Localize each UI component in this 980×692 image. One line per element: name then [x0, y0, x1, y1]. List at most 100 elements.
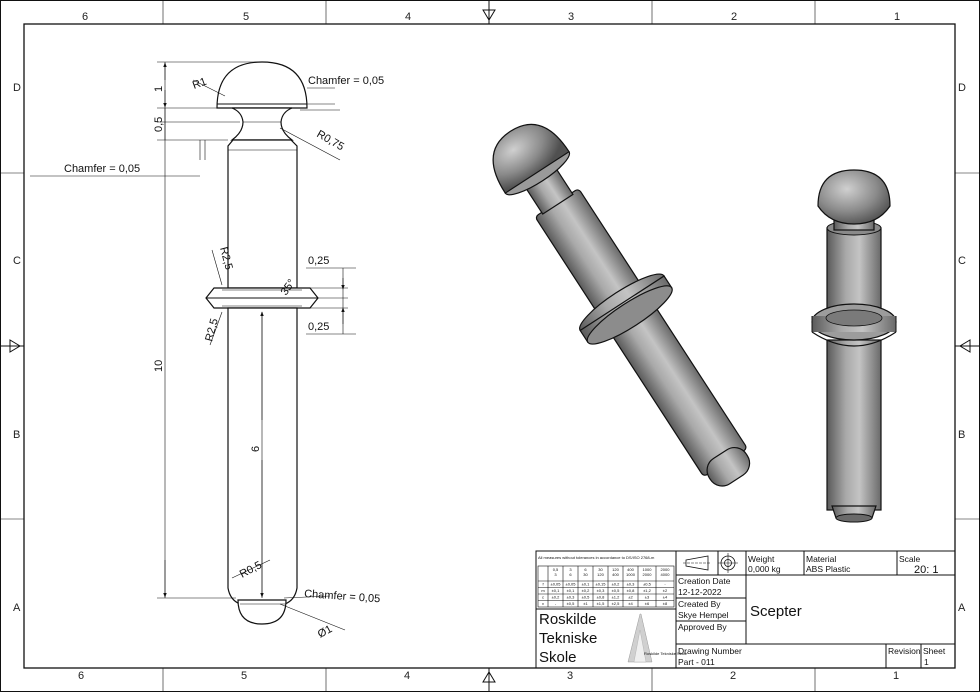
tolerance-cell: ±0,5 [643, 582, 652, 587]
dim-ring-top: 0,25 [308, 255, 329, 267]
zone-top-6: 6 [82, 11, 88, 23]
zone-bottom-3: 3 [567, 670, 573, 682]
tolerance-cell: ±0,1 [582, 582, 591, 587]
tolerance-cell: ±0,3 [567, 595, 576, 600]
tolerance-cell: 2000 [661, 567, 671, 572]
tolerance-cell: 400 [612, 572, 619, 577]
tolerance-cell: ±0,05 [551, 582, 562, 587]
scale-value: 20: 1 [914, 564, 938, 576]
tolerance-cell: v [542, 601, 544, 606]
zone-bottom-6: 6 [78, 670, 84, 682]
zone-left-A: A [13, 602, 21, 614]
tolerance-cell: ±3 [645, 595, 650, 600]
tolerance-cell: m [541, 588, 545, 593]
sheet-value: 1 [924, 657, 929, 667]
school-name-line1: Roskilde [539, 611, 597, 628]
tolerance-note: All measures without tolerances in accor… [538, 555, 655, 560]
zone-bottom-4: 4 [404, 670, 410, 682]
tolerance-cell: ±0,1 [567, 588, 576, 593]
zone-bottom-2: 2 [730, 670, 736, 682]
tolerance-cell: ±0,3 [597, 588, 606, 593]
creation-date-value: 12-12-2022 [678, 587, 722, 597]
tolerance-cell: 2000 [643, 572, 653, 577]
material-value: ABS Plastic [806, 564, 851, 574]
tolerance-cell: ±1,5 [597, 601, 606, 606]
tolerance-cell: 6 [569, 572, 572, 577]
created-by-label: Created By [678, 599, 721, 609]
zone-top-1: 1 [894, 11, 900, 23]
dim-chamfer-top: Chamfer = 0,05 [308, 75, 384, 87]
tolerance-cell: ±0,8 [627, 588, 636, 593]
tolerance-cell: 120 [597, 572, 604, 577]
tolerance-cell: ±2 [663, 588, 668, 593]
dim-r-ring-top: R2,5 [217, 246, 235, 272]
zone-right-D: D [958, 82, 966, 94]
zone-bottom-1: 1 [893, 670, 899, 682]
tolerance-cell: f [542, 582, 544, 587]
title-block-lines [535, 550, 956, 669]
tolerance-cell: 1000 [643, 567, 653, 572]
approved-by-label: Approved By [678, 622, 727, 632]
tolerance-cell: 3 [554, 572, 557, 577]
tolerance-cell: ±0,2 [612, 582, 621, 587]
sheet-label: Sheet [923, 646, 946, 656]
tolerance-cell: 4000 [661, 572, 671, 577]
dim-total-length: 10 [153, 360, 165, 372]
tolerance-table-grid [537, 565, 675, 608]
dim-ring-bottom: 0,25 [308, 321, 329, 333]
school-name-line2: Tekniske [539, 630, 597, 647]
tolerance-cell: ±0,1 [552, 588, 561, 593]
tolerance-cell: ±0,2 [552, 595, 561, 600]
dim-r-ring-bottom: R2,5 [203, 317, 221, 343]
tolerance-cell: 30 [583, 572, 588, 577]
zone-right-C: C [958, 255, 966, 267]
creation-date-label: Creation Date [678, 576, 731, 586]
tolerance-cell: 0,5 [553, 567, 559, 572]
tolerance-cell: ±8 [663, 601, 668, 606]
tip [237, 599, 287, 625]
logo-text: Roskilde Tekniske Skole [644, 651, 688, 656]
neck [230, 107, 294, 141]
drawing-title: Scepter [750, 603, 802, 620]
drawing-number-label: Drawing Number [678, 646, 742, 656]
dim-chamfer-bottom: Chamfer = 0,05 [304, 588, 381, 605]
tolerance-cell: ±0,5 [612, 588, 621, 593]
upper-shaft [227, 139, 298, 289]
scale-label: Scale [899, 554, 921, 564]
tolerance-cell: 30 [598, 567, 603, 572]
school-logo [627, 613, 653, 663]
zone-left-C: C [13, 255, 21, 267]
tolerance-cell: ±1,2 [643, 588, 652, 593]
tolerance-table-cells: 0,53366303012012040040010001000200020004… [541, 567, 670, 606]
drawing-number-value: Part - 011 [678, 657, 715, 667]
isometric-view [492, 123, 751, 487]
tolerance-cell: ±2 [628, 595, 633, 600]
dim-r-cap: R1 [191, 76, 208, 92]
material-label: Material [806, 554, 836, 564]
tolerance-cell: 400 [627, 567, 634, 572]
tolerance-cell: ±1,2 [612, 595, 621, 600]
zone-left-B: B [13, 429, 20, 441]
tolerance-cell: ±0,15 [596, 582, 607, 587]
projection-symbol-icon [683, 553, 738, 573]
lower-shaft [227, 307, 298, 605]
weight-label: Weight [748, 554, 775, 564]
created-by-value: Skye Hempel [678, 610, 729, 620]
tolerance-cell: 6 [584, 567, 587, 572]
tolerance-cell: ±4 [663, 595, 668, 600]
weight-value: 0,000 kg [748, 564, 781, 574]
tolerance-cell: ±4 [628, 601, 633, 606]
tolerance-cell: ±1 [583, 601, 588, 606]
dimension-arrows [163, 62, 345, 598]
tolerance-cell: - [664, 582, 666, 587]
tolerance-cell: ±6 [645, 601, 650, 606]
zone-right-A: A [958, 602, 966, 614]
revision-label: Revision [888, 646, 921, 656]
tolerance-cell: ±0,5 [582, 595, 591, 600]
zone-left-D: D [13, 82, 21, 94]
dim-neck-height: 0,5 [153, 117, 165, 132]
